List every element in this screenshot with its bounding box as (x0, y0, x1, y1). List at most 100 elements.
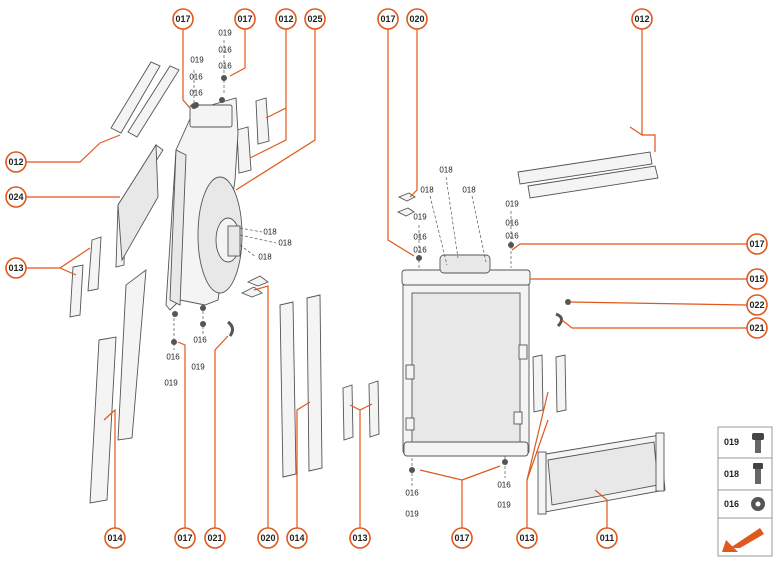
fastener-label-016: 016 (166, 353, 180, 362)
legend-code-018: 018 (724, 469, 739, 479)
fastener-label-019: 019 (218, 29, 232, 38)
condenser-011 (537, 432, 666, 515)
fastener-label-018: 018 (278, 239, 292, 248)
callout-label: 012 (8, 157, 23, 167)
side-strip-013-right (532, 354, 567, 413)
clip-020-right (396, 192, 416, 217)
fastener-label-016: 016 (413, 246, 427, 255)
callout-label: 022 (749, 300, 764, 310)
callout-label: 024 (8, 192, 23, 202)
radiator-right (401, 254, 531, 457)
fastener-label-018: 018 (258, 253, 272, 262)
callout-017: 017 (172, 8, 194, 30)
arrow-down-left-icon (719, 519, 771, 555)
callout-label: 013 (352, 533, 367, 543)
callout-020: 020 (406, 8, 428, 30)
fastener-label-019: 019 (413, 213, 427, 222)
callout-014: 014 (286, 527, 308, 549)
callout-017: 017 (377, 8, 399, 30)
fastener-label-018: 018 (462, 186, 476, 195)
callout-025: 025 (304, 8, 326, 30)
seal-strip-012-left (110, 61, 270, 174)
callout-label: 012 (278, 14, 293, 24)
washer-icon (751, 497, 765, 511)
callout-label: 017 (454, 533, 469, 543)
fastener-label-018: 018 (263, 228, 277, 237)
fastener-label-019: 019 (190, 56, 204, 65)
callout-011: 011 (596, 527, 618, 549)
callout-015: 015 (746, 268, 768, 290)
legend-code-016: 016 (724, 499, 739, 509)
callout-013: 013 (349, 527, 371, 549)
fastener-label-019: 019 (405, 510, 419, 519)
callout-layer: 017 017 012 025 017 020 012 012 024 013 017 015 022 0… (5, 8, 768, 549)
screw-icon (753, 463, 763, 484)
leader-lines (26, 29, 748, 528)
fastener-label-019: 019 (505, 200, 519, 209)
fastener-label-019: 019 (497, 501, 511, 510)
long-strip-014-left (89, 269, 323, 504)
fastener-label-016: 016 (505, 219, 519, 228)
fastener-label-016: 016 (505, 232, 519, 241)
parts-legend (717, 426, 773, 557)
callout-label: 012 (634, 14, 649, 24)
callout-label: 014 (289, 533, 304, 543)
callout-012: 012 (631, 8, 653, 30)
callout-022: 022 (746, 294, 768, 316)
callout-label: 025 (307, 14, 322, 24)
side-strip-013-left (69, 236, 102, 318)
callout-013: 013 (5, 257, 27, 279)
callout-017: 017 (451, 527, 473, 549)
callout-017: 017 (174, 527, 196, 549)
fastener-label-016: 016 (218, 62, 232, 71)
fastener-label-018: 018 (420, 186, 434, 195)
bolt-icon (752, 433, 764, 453)
callout-013: 013 (516, 527, 538, 549)
clip-022 (565, 299, 571, 305)
callout-017: 017 (746, 233, 768, 255)
callout-label: 020 (260, 533, 275, 543)
callout-label: 011 (600, 533, 615, 543)
callout-024: 024 (5, 186, 27, 208)
callout-label: 013 (519, 533, 534, 543)
callout-017: 017 (234, 8, 256, 30)
radiator-left (165, 97, 243, 317)
fastener-label-016: 016 (413, 233, 427, 242)
legend-code-layer: 019 018 016 (724, 437, 739, 509)
condenser-024-left (115, 143, 164, 268)
callout-label: 013 (8, 263, 23, 273)
callout-label: 021 (207, 533, 222, 543)
seal-strip-012-right (517, 151, 659, 199)
callout-021: 021 (746, 317, 768, 339)
fastener-label-019: 019 (164, 379, 178, 388)
legend-code-019: 019 (724, 437, 739, 447)
callout-012: 012 (275, 8, 297, 30)
hose-021-left (227, 320, 235, 337)
callout-label: 017 (175, 14, 190, 24)
callout-012: 012 (5, 151, 27, 173)
callout-label: 021 (749, 323, 764, 333)
hose-021-right (555, 312, 563, 328)
fastener-label-016: 016 (193, 336, 207, 345)
callout-label: 017 (177, 533, 192, 543)
callout-label: 017 (380, 14, 395, 24)
fastener-label-016: 016 (497, 481, 511, 490)
callout-label: 017 (237, 14, 252, 24)
fastener-label-018: 018 (439, 166, 453, 175)
fastener-label-016: 016 (189, 89, 203, 98)
fastener-label-016: 016 (189, 73, 203, 82)
fastener-label-016: 016 (405, 489, 419, 498)
callout-014: 014 (104, 527, 126, 549)
callout-020: 020 (257, 527, 279, 549)
fastener-label-layer: 0190160160190160160180180180160190160190… (164, 29, 519, 519)
fastener-label-019: 019 (191, 363, 205, 372)
callout-label: 020 (409, 14, 424, 24)
fastener-label-016: 016 (218, 46, 232, 55)
callout-label: 015 (749, 274, 764, 284)
callout-label: 017 (749, 239, 764, 249)
callout-021: 021 (204, 527, 226, 549)
side-strip-013-mid (342, 380, 380, 441)
callout-label: 014 (107, 533, 122, 543)
